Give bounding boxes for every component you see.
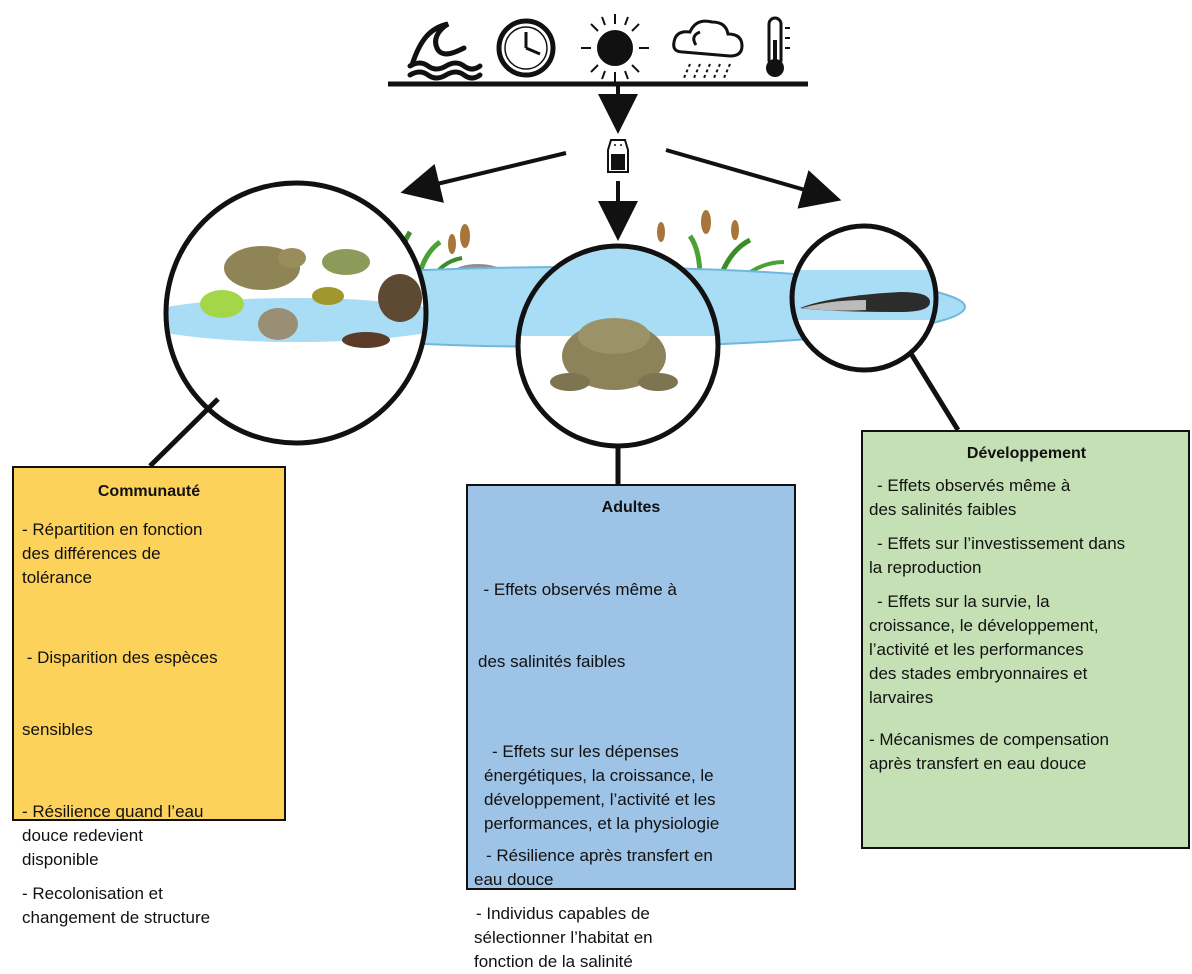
text-line: l’activité et les performances: [869, 640, 1084, 659]
adults-item: - Effets sur les dépenses énergétiques, …: [474, 740, 788, 836]
text-line: - Répartition en fonction: [22, 520, 203, 539]
text-line: développement, l’activité et les: [484, 790, 716, 809]
text-line: - Effets sur les dépenses: [492, 742, 679, 761]
text-line: changement de structure: [22, 908, 211, 927]
community-item: - Répartition en fonction des différence…: [22, 518, 276, 590]
text-line: des salinités faibles: [869, 500, 1017, 519]
text-line: - Recolonisation et: [22, 884, 163, 903]
development-item: - Effets observés même à des salinités f…: [869, 474, 1184, 522]
connector-development: [907, 350, 961, 432]
text-line: - Effets sur la survie, la: [877, 592, 1050, 611]
text-line: croissance, le développement,: [869, 616, 1099, 635]
text-line: - Effets observés même à: [877, 476, 1071, 495]
connector-community: [148, 397, 220, 468]
community-circle: [163, 180, 429, 446]
adults-item: - Résilience après transfert en eau douc…: [474, 844, 788, 892]
thermometer-icon: [766, 16, 790, 77]
text-line: - Individus capables de: [476, 904, 650, 923]
development-title: Développement: [966, 445, 1087, 462]
text-line: sélectionner l’habitat en: [474, 928, 653, 947]
adults-title: Adultes: [601, 499, 661, 516]
development-item: - Effets sur la survie, la croissance, l…: [869, 590, 1184, 710]
text-line: - Résilience quand l’eau: [22, 802, 204, 821]
clock-icon: [496, 18, 556, 78]
sun-icon: [581, 14, 649, 82]
arrow-to-development: [665, 148, 842, 209]
arrow-to-community: [400, 151, 567, 203]
storm-cloud-icon: [672, 19, 744, 79]
text-line: performances, et la physiologie: [484, 814, 720, 833]
text-line: énergétiques, la croissance, le: [484, 766, 714, 785]
salt-shaker-icon: [607, 139, 629, 173]
text-line: la reproduction: [869, 558, 982, 577]
text-line: - Effets observés même à: [474, 580, 677, 599]
text-line: douce redevient: [22, 826, 143, 845]
development-box: Développement - Effets observés même à d…: [861, 430, 1190, 849]
text-line: sensibles: [22, 720, 93, 739]
text-line: eau douce: [474, 870, 554, 889]
text-line: - Mécanismes de compensation: [869, 730, 1110, 749]
community-box: Communauté - Répartition en fonction des…: [12, 466, 286, 927]
tadpole: [792, 270, 936, 320]
adults-item: - Individus capables de sélectionner l’h…: [474, 902, 788, 974]
text-line: disponible: [22, 850, 99, 869]
community-item: - Résilience quand l’eau douce redevient…: [22, 800, 276, 872]
diagram-artwork: [148, 14, 966, 484]
text-line: larvaires: [869, 688, 934, 707]
development-item: - Mécanismes de compensation après trans…: [869, 728, 1184, 776]
text-line: après transfert en eau douce: [869, 754, 1087, 773]
community-frogs: [166, 246, 426, 348]
text-line: des stades embryonnaires et: [869, 664, 1088, 683]
development-circle: [789, 223, 939, 373]
text-line: - Disparition des espèces: [22, 648, 218, 667]
waves-icon: [407, 21, 483, 81]
text-line: des salinités faibles: [478, 652, 626, 671]
community-item: - Recolonisation et changement de struct…: [22, 882, 276, 930]
community-title: Communauté: [97, 483, 201, 500]
community-item: - Disparition des espèces sensibles: [22, 598, 276, 790]
adults-item: - Effets observés même à des salinités f…: [474, 530, 788, 722]
text-line: - Résilience après transfert en: [486, 846, 713, 865]
text-line: fonction de la salinité: [474, 952, 633, 971]
text-line: - Effets sur l’investissement dans: [877, 534, 1126, 553]
development-item: - Effets sur l’investissement dans la re…: [869, 532, 1184, 580]
text-line: des différences de: [22, 544, 161, 563]
text-line: tolérance: [22, 568, 92, 587]
adults-box: Adultes - Effets observés même à des sal…: [466, 484, 796, 971]
